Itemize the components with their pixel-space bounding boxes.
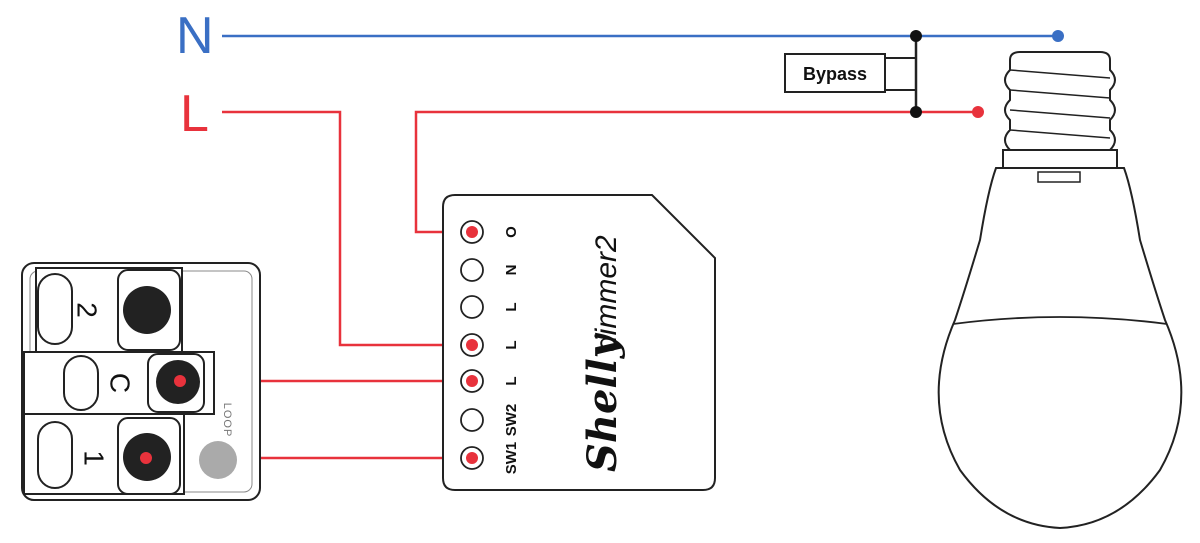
switch-screw-2 xyxy=(123,286,171,334)
switch-lever-2 xyxy=(37,273,73,345)
terminal-l2-dot xyxy=(466,339,478,351)
model-name: dimmer2 xyxy=(590,235,623,352)
wall-switch: 2 C LOOP 1 xyxy=(21,262,261,501)
bypass-box xyxy=(784,53,886,93)
terminal-l1-ring xyxy=(460,295,484,319)
loop-label: LOOP xyxy=(221,403,233,438)
bypass-label: Bypass xyxy=(803,64,867,84)
terminal-o-dot xyxy=(466,226,478,238)
live-bulb-terminal xyxy=(972,106,984,118)
loop-terminal xyxy=(199,441,237,479)
bulb-thread-4 xyxy=(1009,129,1111,139)
neutral-label: N xyxy=(176,7,214,65)
terminal-label-o: O xyxy=(503,226,520,238)
switch-label-2: 2 xyxy=(72,302,103,318)
switch-label-c: C xyxy=(105,373,136,393)
switch-wire-dot-1 xyxy=(140,452,152,464)
terminal-label-l1: L xyxy=(503,302,520,311)
live-wire-in xyxy=(222,110,472,347)
bypass-junction-neutral xyxy=(910,30,922,42)
switch-label-1: 1 xyxy=(79,450,110,466)
bypass-junction-live xyxy=(910,106,922,118)
shelly-dimmer-device: O N L L L SW2 SW1 Shelly dimmer2 xyxy=(442,194,716,491)
bulb-thread-1 xyxy=(1009,69,1111,79)
terminal-n-ring xyxy=(460,258,484,282)
bulb-diffuser-line xyxy=(952,316,1168,325)
terminal-sw1-dot xyxy=(466,452,478,464)
device-housing xyxy=(442,194,716,491)
live-label: L xyxy=(180,85,209,143)
brand-logo: Shelly xyxy=(579,332,626,472)
terminal-label-l2: L xyxy=(503,340,520,349)
terminal-label-sw2: SW2 xyxy=(503,404,520,437)
bulb-neck-notch xyxy=(1037,171,1081,183)
neutral-bulb-terminal xyxy=(1052,30,1064,42)
terminal-sw2-ring xyxy=(460,408,484,432)
bulb-screw-base xyxy=(1004,51,1116,151)
bypass-module: Bypass xyxy=(784,30,922,118)
terminal-label-sw1: SW1 xyxy=(503,442,520,475)
bulb-collar xyxy=(1002,149,1118,169)
switch-lever-c xyxy=(63,355,99,411)
bulb-glass xyxy=(937,167,1183,530)
bulb-thread-3 xyxy=(1009,109,1111,119)
switch-wire-dot-c xyxy=(174,375,186,387)
terminal-label-l3: L xyxy=(503,376,520,385)
terminal-label-n: N xyxy=(503,265,520,276)
switch-lever-1 xyxy=(37,421,73,489)
bulb-thread-2 xyxy=(1009,89,1111,99)
terminal-l3-dot xyxy=(466,375,478,387)
light-bulb xyxy=(937,51,1183,530)
